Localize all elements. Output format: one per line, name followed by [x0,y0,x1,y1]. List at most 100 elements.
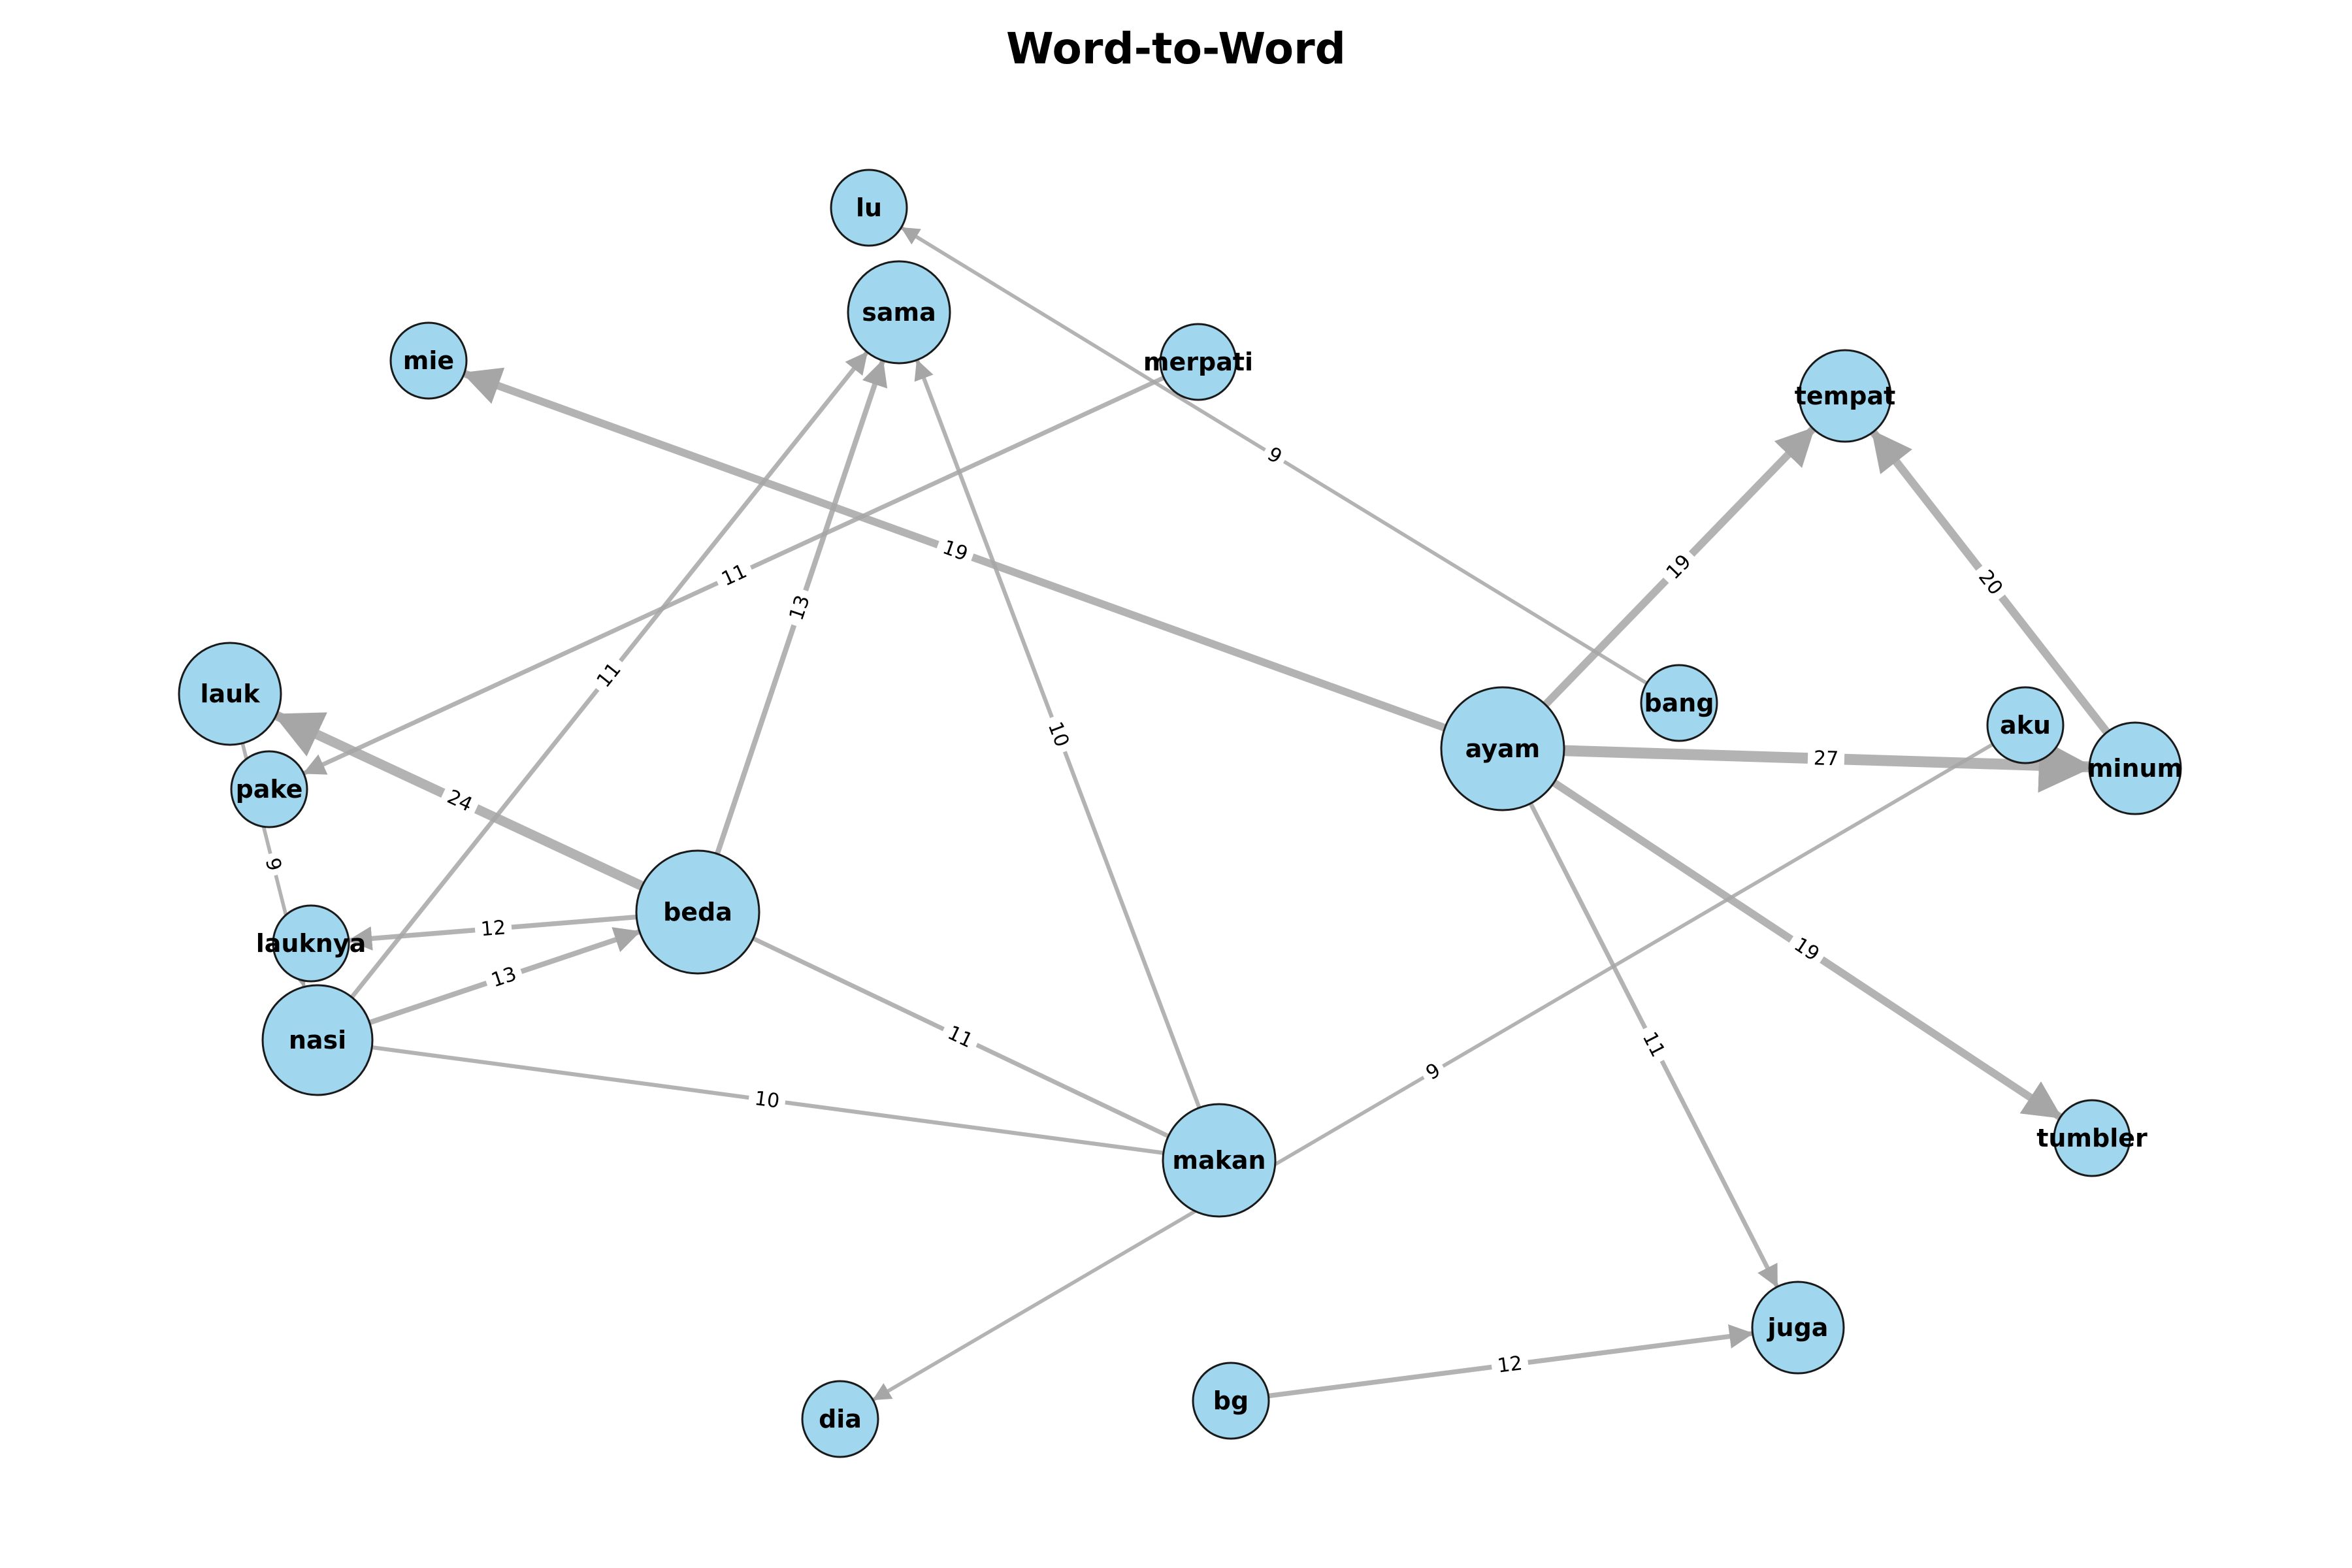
node-label: aku [2000,711,2051,740]
node-circle [801,1380,879,1458]
edge-label-background [712,555,757,595]
node-tempat: tempat [1795,349,1896,443]
edge-label-background [781,586,819,630]
node-merpati: merpati [1143,323,1253,401]
edge-label-group: 12 [1490,1349,1530,1380]
edge-label-background [747,1085,787,1116]
node-ayam: ayam [1440,686,1565,811]
edge-label-group: 10 [1039,712,1077,757]
edge-label-group: 19 [933,532,977,570]
node-label: lauknya [256,929,366,958]
node-lauknya: lauknya [256,904,366,983]
edge-label-group: 13 [482,959,526,996]
node-bang: bang [1640,664,1718,742]
edge-label-background [1968,560,2012,606]
node-circle [1162,1103,1277,1218]
node-circle [830,169,908,247]
node-label: lu [856,193,882,222]
edge-label-background [257,850,289,879]
node-label: juga [1767,1313,1829,1342]
node-circle [2088,721,2182,815]
edge-label-group: 12 [474,914,513,943]
node-label: ayam [1465,734,1540,763]
node-circle [1751,1281,1845,1375]
edge-label-background [938,1017,983,1057]
edge-label-group: 11 [938,1017,983,1057]
node-label: pake [236,775,303,804]
edge-label-background [1807,745,1845,773]
node-circle [847,260,951,365]
edge-label-group: 11 [1633,1022,1674,1067]
node-circle [1640,664,1718,742]
node-dia: dia [801,1380,879,1458]
edge-label-group: 10 [747,1085,787,1116]
node-circle [261,984,374,1096]
node-label: tumbler [2036,1124,2148,1152]
edge-label-background [1633,1022,1674,1067]
edge-label-group: 9 [1258,438,1291,473]
node-label: mie [403,346,454,375]
node-label: beda [663,898,732,926]
graph-title: Word-to-Word [1006,24,1346,74]
node-label: lauk [201,679,261,708]
node-makan: makan [1162,1103,1277,1218]
node-circle [1159,323,1237,401]
node-label: nasi [289,1026,346,1054]
node-bg: bg [1192,1362,1270,1440]
nodes-layer: lu sama mie merpati tempat lauk pake bang ayam ak… [178,169,2183,1458]
node-label: bg [1213,1386,1249,1415]
edge-label-background [1490,1349,1530,1380]
node-circle [178,642,282,746]
node-mie: mie [389,321,468,400]
node-label: merpati [1143,348,1253,376]
node-circle [389,321,468,400]
node-circle [1192,1362,1270,1440]
edge-label-background [474,914,513,943]
node-minum: minum [2087,721,2183,815]
node-circle [272,904,350,983]
edge-label-background [933,532,977,570]
node-label: dia [819,1405,862,1433]
node-circle [2053,1099,2131,1177]
node-label: makan [1172,1146,1266,1175]
edge-label-background [1417,1054,1450,1089]
node-beda: beda [635,849,760,975]
edge-label-background [587,653,631,698]
edge-label-background [482,959,526,996]
edge-label-group: 11 [712,555,757,595]
edge-label-background [437,781,482,821]
node-circle [635,849,760,975]
node-circle [1798,349,1892,443]
node-aku: aku [1986,686,2065,764]
node-tumbler: tumbler [2036,1099,2148,1177]
node-sama: sama [847,260,951,365]
node-circle [1986,686,2065,764]
edge-label-background [1656,545,1701,590]
node-circle [230,750,308,828]
edge-label-group: 9 [1417,1054,1450,1089]
node-label: bang [1644,689,1714,717]
edge-label-group: 27 [1807,745,1845,773]
edge-label-background [1258,438,1291,473]
edge-label-background [1039,712,1077,757]
edge-weight-label: 27 [1813,747,1838,770]
edge-weight-label: 12 [1496,1352,1524,1378]
node-lauk: lauk [178,642,282,746]
node-nasi: nasi [261,984,374,1096]
edge-weight-label: 12 [480,916,507,941]
node-pake: pake [230,750,308,828]
node-label: minum [2087,754,2183,783]
node-circle [1440,686,1565,811]
edge-weight-label: 10 [753,1087,781,1113]
node-label: sama [862,298,936,327]
node-juga: juga [1751,1281,1845,1375]
edge-label-group: 19 [1656,545,1701,590]
edge-label-background [1784,928,1829,971]
node-lu: lu [830,169,908,247]
node-label: tempat [1795,382,1896,410]
edge-label-group: 24 [437,781,482,821]
edge-label-group: 9 [257,850,289,879]
